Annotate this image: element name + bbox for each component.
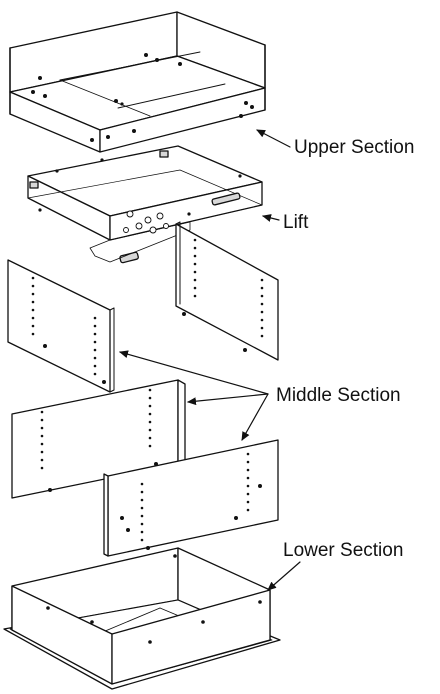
lift-slot-right (159, 150, 169, 158)
lift-label: Lift (283, 212, 309, 233)
lift-slot-bottom (119, 251, 139, 264)
upper-section-label: Upper Section (294, 137, 415, 158)
upper-floor-seam-3 (117, 83, 226, 109)
upper-floor-seam (59, 79, 151, 117)
lift-arrow (262, 214, 280, 222)
lower-section-label: Lower Section (283, 540, 404, 561)
upper-section (9, 11, 266, 153)
middle-arrow-2 (187, 393, 269, 406)
middle-panel-4 (103, 439, 279, 557)
upper-fasteners (31, 53, 254, 142)
middle-arrow-1 (119, 350, 269, 395)
lower-section (3, 547, 281, 690)
middle-panel-1 (7, 259, 115, 393)
lower-section-arrow (267, 561, 301, 591)
lift-slot-left (29, 181, 39, 189)
upper-section-arrow (256, 129, 291, 148)
lift (27, 145, 263, 264)
lift-holes (123, 210, 169, 234)
lift-slot-side (211, 192, 241, 206)
leader-lines (119, 129, 301, 591)
middle-section-label: Middle Section (276, 385, 401, 406)
middle-panel-2 (175, 221, 279, 361)
lower-front-wall-right (111, 589, 271, 685)
lift-bottom-plate (27, 169, 263, 241)
upper-floor-seam-2 (59, 51, 201, 81)
middle-arrow-3 (241, 393, 269, 441)
